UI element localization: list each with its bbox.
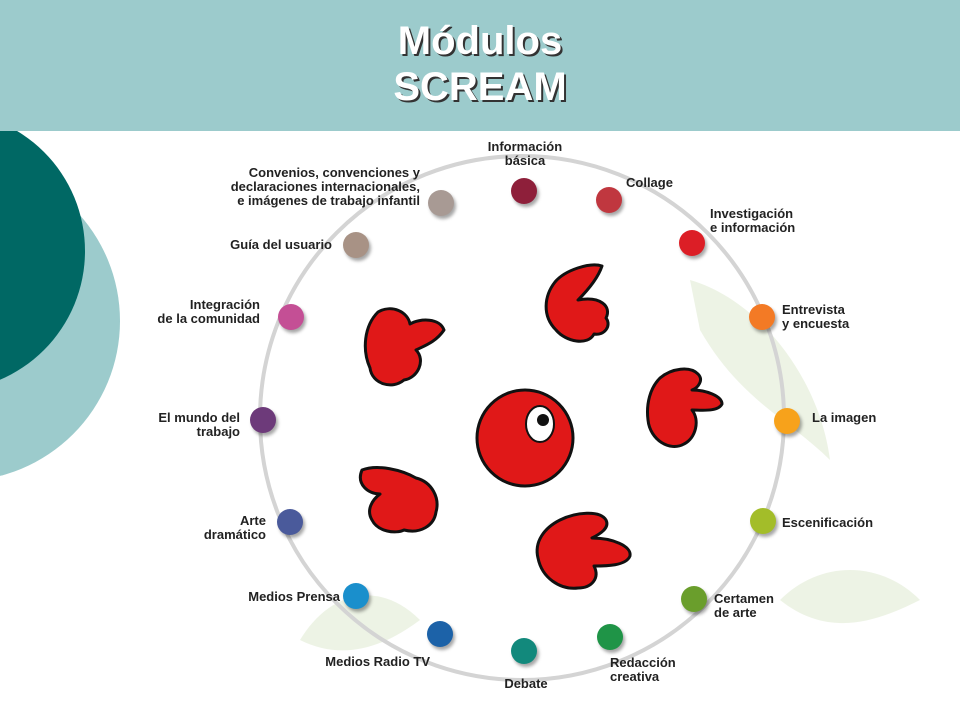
hand-pointing-icon bbox=[544, 263, 610, 343]
header-banner: Módulos SCREAM bbox=[0, 0, 960, 131]
module-label[interactable]: Convenios, convenciones y declaraciones … bbox=[230, 165, 420, 208]
module-dot[interactable] bbox=[774, 408, 800, 434]
page-title-line-1: Módulos bbox=[397, 19, 563, 63]
module-label[interactable]: La imagen bbox=[812, 410, 877, 425]
module-dot[interactable] bbox=[681, 586, 707, 612]
module-dot[interactable] bbox=[277, 509, 303, 535]
module-label[interactable]: Certamen de arte bbox=[714, 591, 774, 620]
module-dot[interactable] bbox=[511, 178, 537, 204]
hand-pointing-icon bbox=[646, 367, 724, 448]
module-dot[interactable] bbox=[511, 638, 537, 664]
hand-pointing-icon bbox=[535, 511, 632, 590]
module-dot[interactable] bbox=[679, 230, 705, 256]
module-label[interactable]: Medios Radio TV bbox=[325, 654, 430, 669]
hand-pointing-icon bbox=[359, 466, 439, 534]
module-label[interactable]: Investigación e información bbox=[710, 206, 796, 235]
module-dot[interactable] bbox=[428, 190, 454, 216]
module-label[interactable]: Entrevista y encuesta bbox=[782, 302, 850, 331]
module-label[interactable]: Debate bbox=[504, 676, 548, 691]
module-dot[interactable] bbox=[343, 232, 369, 258]
module-dot[interactable] bbox=[750, 508, 776, 534]
module-label[interactable]: Redacción creativa bbox=[610, 655, 676, 684]
module-label[interactable]: Arte dramático bbox=[203, 513, 266, 542]
module-dot[interactable] bbox=[343, 583, 369, 609]
module-label[interactable]: Guía del usuario bbox=[230, 237, 332, 252]
module-dot[interactable] bbox=[596, 187, 622, 213]
page-title-line-2: SCREAM bbox=[393, 65, 567, 109]
module-dot[interactable] bbox=[597, 624, 623, 650]
module-label[interactable]: Medios Prensa bbox=[248, 589, 340, 604]
eye-face-icon bbox=[475, 388, 575, 488]
module-dot[interactable] bbox=[250, 407, 276, 433]
module-dot[interactable] bbox=[278, 304, 304, 330]
module-label[interactable]: Integración de la comunidad bbox=[157, 297, 260, 326]
hand-pointing-icon bbox=[363, 307, 446, 387]
module-dot[interactable] bbox=[427, 621, 453, 647]
module-dot[interactable] bbox=[749, 304, 775, 330]
module-label[interactable]: Información básica bbox=[487, 139, 563, 168]
module-label[interactable]: Escenificación bbox=[782, 515, 874, 530]
decorative-circles bbox=[0, 131, 120, 476]
module-label[interactable]: El mundo del trabajo bbox=[158, 410, 240, 439]
module-label[interactable]: Collage bbox=[626, 175, 673, 190]
